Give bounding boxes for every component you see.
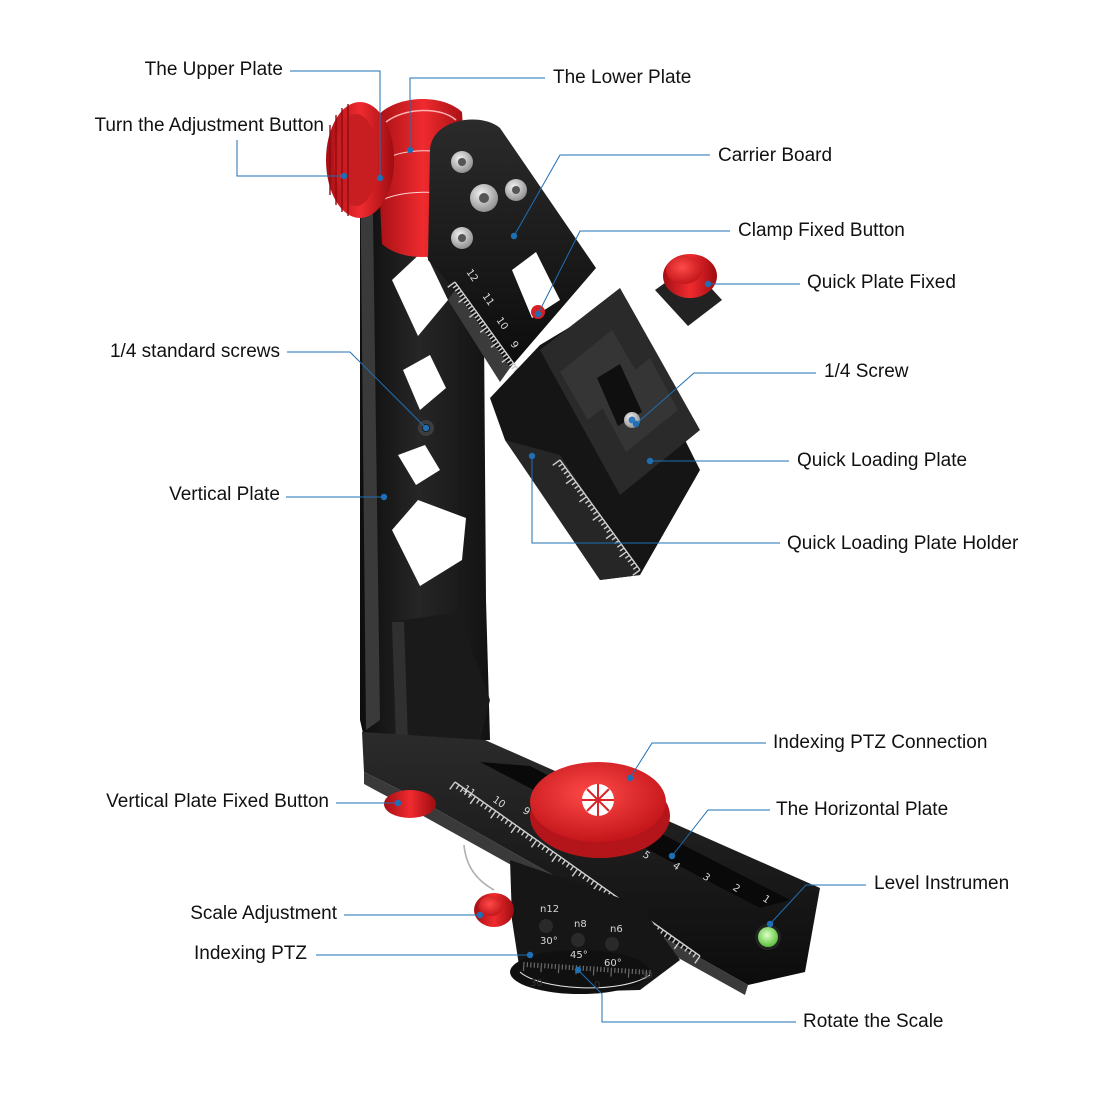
leader-clamp-fixed-dot (535, 311, 541, 317)
label-quarter-screw: 1/4 Screw (824, 361, 908, 383)
label-clamp-fixed-button: Clamp Fixed Button (738, 220, 905, 242)
leader-standard-screws-dot (423, 425, 429, 431)
label-quick-loading-plate-holder: Quick Loading Plate Holder (787, 533, 1018, 555)
vertical-plate-fixed-knob (384, 790, 436, 818)
label-horizontal-plate: The Horizontal Plate (776, 799, 948, 821)
indexing-mode-n8: n8 (574, 919, 587, 930)
carrier-scale-tick (512, 366, 516, 369)
indexing-angle-45: 45° (570, 950, 588, 961)
indexing-angle-60: 60° (604, 958, 622, 969)
indexing-mode-n12: n12 (540, 904, 559, 915)
rotation-scale-tick (593, 966, 594, 975)
rotation-scale-tick (523, 962, 524, 971)
leader-horizontal-plate-dot (669, 853, 675, 859)
leader-rotate-scale-dot (575, 967, 581, 973)
indexing-angle-30: 30° (540, 936, 558, 947)
leader-vertical-plate-fixed-dot (395, 800, 401, 806)
label-upper-plate: The Upper Plate (108, 59, 283, 81)
rotation-scale-tick (541, 963, 542, 972)
indexing-mode-n6: n6 (610, 924, 623, 935)
leader-lower-plate-dot (407, 147, 413, 153)
rotation-scale-left: 30 (530, 978, 543, 989)
leader-scale-adjustment-dot (477, 912, 483, 918)
leader-carrier-board-dot (511, 233, 517, 239)
label-quick-loading-plate: Quick Loading Plate (797, 450, 967, 472)
label-rotate-scale: Rotate the Scale (803, 1011, 943, 1033)
leader-quick-loading-plate-holder-dot (529, 453, 535, 459)
level-bubble (755, 924, 781, 950)
leader-vertical-plate-dot (381, 494, 387, 500)
rotation-scale-tick (628, 969, 629, 978)
adjustment-knob (326, 102, 394, 218)
leader-quick-loading-plate-dot (647, 458, 653, 464)
indexing-connection-knob (530, 762, 670, 858)
leader-turn-adjustment-dot (341, 173, 347, 179)
label-quick-plate-fixed: Quick Plate Fixed (807, 272, 956, 294)
label-vertical-plate-fixed-button: Vertical Plate Fixed Button (60, 791, 329, 813)
rotation-scale-tick (558, 964, 559, 973)
label-level-instrument: Level Instrumen (874, 873, 1009, 895)
label-indexing-ptz-connection: Indexing PTZ Connection (773, 732, 987, 754)
quick-plate-fixed-knob (655, 254, 722, 326)
label-vertical-plate: Vertical Plate (110, 484, 280, 506)
label-turn-adjustment-button: Turn the Adjustment Button (60, 115, 324, 137)
leader-upper-plate-dot (377, 175, 383, 181)
rotation-scale-right: 30 (640, 970, 653, 981)
leader-indexing-ptz-dot (527, 952, 533, 958)
label-carrier-board: Carrier Board (718, 145, 832, 167)
label-scale-adjustment: Scale Adjustment (120, 903, 337, 925)
leader-quarter-screw-dot (633, 421, 639, 427)
label-lower-plate: The Lower Plate (553, 67, 691, 89)
leader-quick-plate-fixed-dot (705, 281, 711, 287)
label-standard-screws: 1/4 standard screws (70, 341, 280, 363)
leader-indexing-ptz-connection-dot (627, 775, 633, 781)
label-indexing-ptz: Indexing PTZ (120, 943, 307, 965)
leader-indexing-ptz-connection (630, 743, 766, 778)
leader-level-instrument-dot (767, 921, 773, 927)
